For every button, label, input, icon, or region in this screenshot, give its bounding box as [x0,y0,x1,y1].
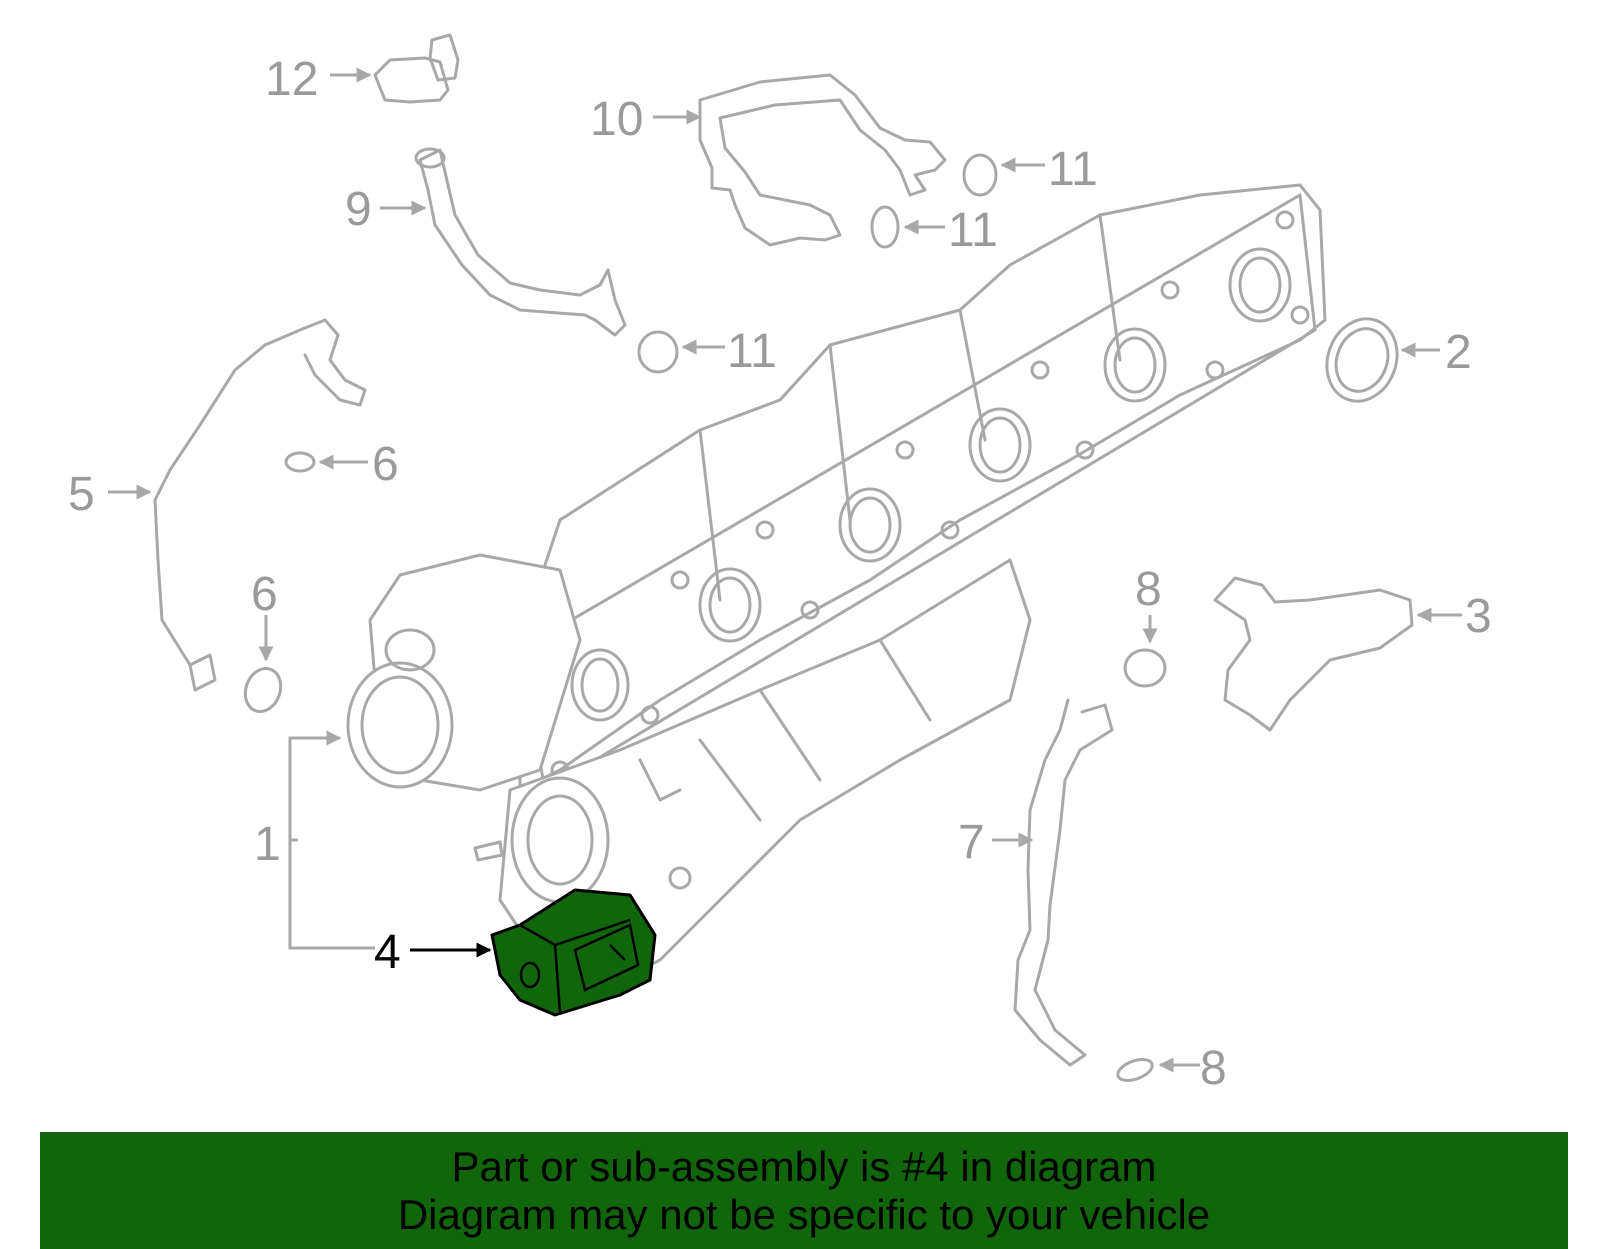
callout-labels: 1 2 3 4 5 6 6 7 8 8 9 10 11 11 11 12 [68,53,1492,1095]
parts-diagram: 1 2 3 4 5 6 6 7 8 8 9 10 11 11 11 12 [68,33,1492,1095]
compressor-inlet [346,661,454,789]
oil-line-part-5 [153,318,367,667]
callout-3: 3 [1465,590,1492,643]
callout-2: 2 [1445,326,1472,379]
o-ring-8a [1123,648,1167,688]
pipe-part-10 [698,73,947,247]
clamp-part-12 [373,33,460,104]
actuator-part-4[interactable] [490,888,657,1017]
o-ring-11c [870,205,900,249]
pipe-part-9 [418,148,627,337]
leader-lines [108,67,1462,1073]
gasket-part-2 [1325,317,1399,403]
callout-11b: 11 [948,204,998,257]
callout-10: 10 [590,93,643,146]
o-ring-11a [637,330,679,374]
turbocharger-assembly [346,183,1327,992]
callout-11a: 11 [1048,143,1098,196]
o-ring-6a [284,451,316,473]
callout-4[interactable]: 4 [374,926,401,979]
banner-line-2: Diagram may not be specific to your vehi… [397,1190,1211,1238]
coolant-line-part-7 [1013,698,1114,1067]
callout-8a: 8 [1135,563,1162,616]
o-ring-11b [962,153,998,197]
callout-8b: 8 [1200,1042,1227,1095]
callout-6b: 6 [251,568,278,621]
callout-6a: 6 [372,438,399,491]
o-ring-8b [1116,1058,1154,1082]
o-ring-6b [243,667,283,713]
bracket-part-3 [1213,576,1414,732]
info-banner: Part or sub-assembly is #4 in diagram Di… [40,1132,1568,1249]
callout-7: 7 [958,816,985,869]
callout-12: 12 [265,53,318,106]
callout-11c: 11 [727,325,777,378]
callout-9: 9 [345,183,372,236]
banner-line-1: Part or sub-assembly is #4 in diagram [451,1142,1157,1190]
callout-1: 1 [254,818,281,871]
callout-5: 5 [68,468,95,521]
manifold-ports [570,247,1292,722]
